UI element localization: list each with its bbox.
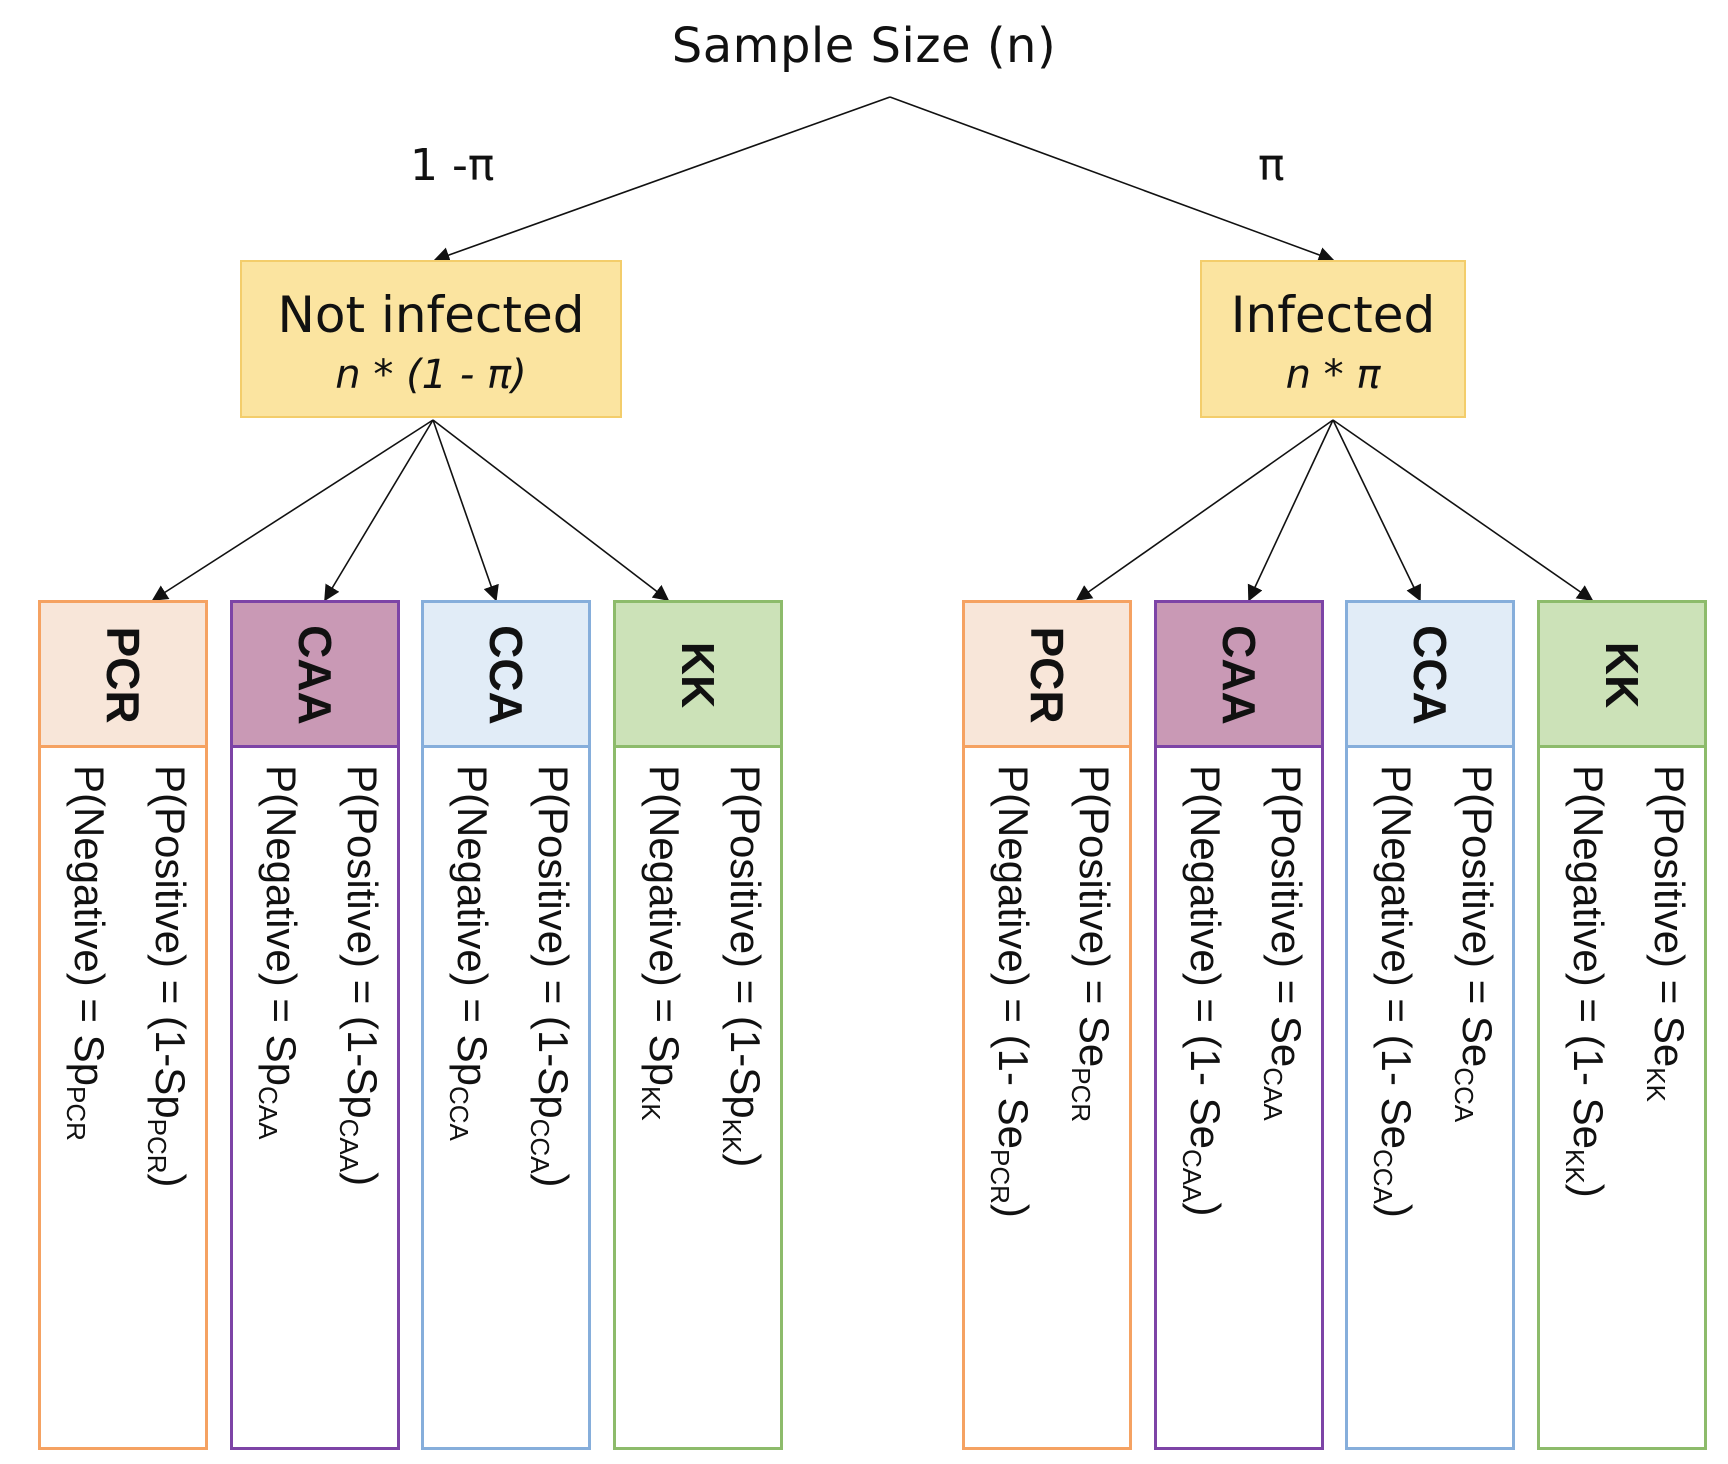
positive-probability: P(Positive) = (1-SpCCA) xyxy=(525,765,577,1188)
negative-probability: P(Negative) = (1- SeCCA) xyxy=(1368,765,1420,1218)
test-box-kk-not-infected: KK P(Positive) = (1-SpKK) P(Negative) = Sp… xyxy=(613,600,783,1450)
right-branch-probability: π xyxy=(1258,140,1285,191)
test-formulas-cca-infected: P(Positive) = SeCCA P(Negative) = (1- SeC… xyxy=(1349,765,1511,1218)
test-formulas-pcr-not-infected: P(Positive) = (1-SpPCR) P(Negative) = SpP… xyxy=(42,765,204,1188)
test-formulas-pcr-infected: P(Positive) = SePCR P(Negative) = (1- SeP… xyxy=(966,765,1128,1218)
not-infected-expression: n * (1 - π) xyxy=(335,352,527,398)
infected-node: Infected n * π xyxy=(1200,260,1466,418)
test-header-caa-infected: CAA xyxy=(1157,603,1321,748)
test-box-caa-infected: CAA P(Positive) = SeCAA P(Negative) = (1- … xyxy=(1154,600,1324,1450)
edge-infected-to-test-3 xyxy=(1332,419,1594,601)
edge-root-to-not-infected xyxy=(433,96,891,263)
test-box-pcr-not-infected: PCR P(Positive) = (1-SpPCR) P(Negative) = … xyxy=(38,600,208,1450)
test-box-cca-not-infected: CCA P(Positive) = (1-SpCCA) P(Negative) = … xyxy=(421,600,591,1450)
infected-expression: n * π xyxy=(1285,352,1381,398)
test-header-caa-not-infected: CAA xyxy=(233,603,397,748)
test-name: PCR xyxy=(1021,626,1073,724)
test-box-caa-not-infected: CAA P(Positive) = (1-SpCAA) P(Negative) = … xyxy=(230,600,400,1450)
test-name: CCA xyxy=(480,625,532,725)
positive-probability: P(Positive) = (1-SpPCR) xyxy=(142,765,194,1188)
positive-probability: P(Positive) = SeKK xyxy=(1641,765,1693,1102)
test-name: KK xyxy=(1596,641,1648,709)
test-header-cca-infected: CCA xyxy=(1348,603,1512,748)
test-box-pcr-infected: PCR P(Positive) = SePCR P(Negative) = (1- … xyxy=(962,600,1132,1450)
test-formulas-kk-infected: P(Positive) = SeKK P(Negative) = (1- SeKK… xyxy=(1541,765,1703,1198)
test-header-pcr-infected: PCR xyxy=(965,603,1129,748)
test-name: CAA xyxy=(1213,625,1265,725)
test-header-pcr-not-infected: PCR xyxy=(41,603,205,748)
test-formulas-caa-infected: P(Positive) = SeCAA P(Negative) = (1- SeC… xyxy=(1158,765,1320,1216)
positive-probability: P(Positive) = SeCCA xyxy=(1449,765,1501,1123)
positive-probability: P(Positive) = (1-SpCAA) xyxy=(334,765,386,1187)
test-name: CAA xyxy=(289,625,341,725)
negative-probability: P(Negative) = (1- SeCAA) xyxy=(1177,765,1229,1217)
test-name: PCR xyxy=(97,626,149,724)
negative-probability: P(Negative) = SpPCR xyxy=(61,765,113,1141)
negative-probability: P(Negative) = (1- SePCR) xyxy=(985,765,1037,1218)
edge-infected-to-test-1 xyxy=(1247,419,1334,602)
test-name: CCA xyxy=(1404,625,1456,725)
edge-root-to-infected xyxy=(889,96,1335,263)
positive-probability: P(Positive) = (1-SpKK) xyxy=(717,765,769,1168)
negative-probability: P(Negative) = SpCAA xyxy=(253,765,305,1140)
test-formulas-kk-not-infected: P(Positive) = (1-SpKK) P(Negative) = SpKK xyxy=(617,765,779,1167)
edge-infected-to-test-2 xyxy=(1332,419,1421,602)
negative-probability: P(Negative) = SpKK xyxy=(636,765,688,1121)
edge-infected-to-test-0 xyxy=(1075,419,1334,601)
test-formulas-cca-not-infected: P(Positive) = (1-SpCCA) P(Negative) = SpC… xyxy=(425,765,587,1188)
positive-probability: P(Positive) = SeCAA xyxy=(1258,765,1310,1121)
edge-not-infected-to-test-1 xyxy=(324,419,434,602)
test-formulas-caa-not-infected: P(Positive) = (1-SpCAA) P(Negative) = SpC… xyxy=(234,765,396,1186)
not-infected-label: Not infected xyxy=(277,286,585,344)
test-header-kk-infected: KK xyxy=(1540,603,1704,748)
test-header-kk-not-infected: KK xyxy=(616,603,780,748)
root-node-title: Sample Size (n) xyxy=(671,18,1057,74)
test-name: KK xyxy=(672,641,724,709)
infected-label: Infected xyxy=(1230,286,1436,344)
test-box-cca-infected: CCA P(Positive) = SeCCA P(Negative) = (1- … xyxy=(1345,600,1515,1450)
negative-probability: P(Negative) = SpCCA xyxy=(444,765,496,1141)
negative-probability: P(Negative) = (1- SeKK) xyxy=(1560,765,1612,1198)
edge-not-infected-to-test-2 xyxy=(432,419,499,602)
not-infected-node: Not infected n * (1 - π) xyxy=(240,260,622,418)
positive-probability: P(Positive) = SePCR xyxy=(1066,765,1118,1123)
test-header-cca-not-infected: CCA xyxy=(424,603,588,748)
test-box-kk-infected: KK P(Positive) = SeKK P(Negative) = (1- Se… xyxy=(1537,600,1707,1450)
edge-not-infected-to-test-3 xyxy=(432,419,670,601)
left-branch-probability: 1 -π xyxy=(410,140,495,191)
edge-not-infected-to-test-0 xyxy=(151,419,434,601)
